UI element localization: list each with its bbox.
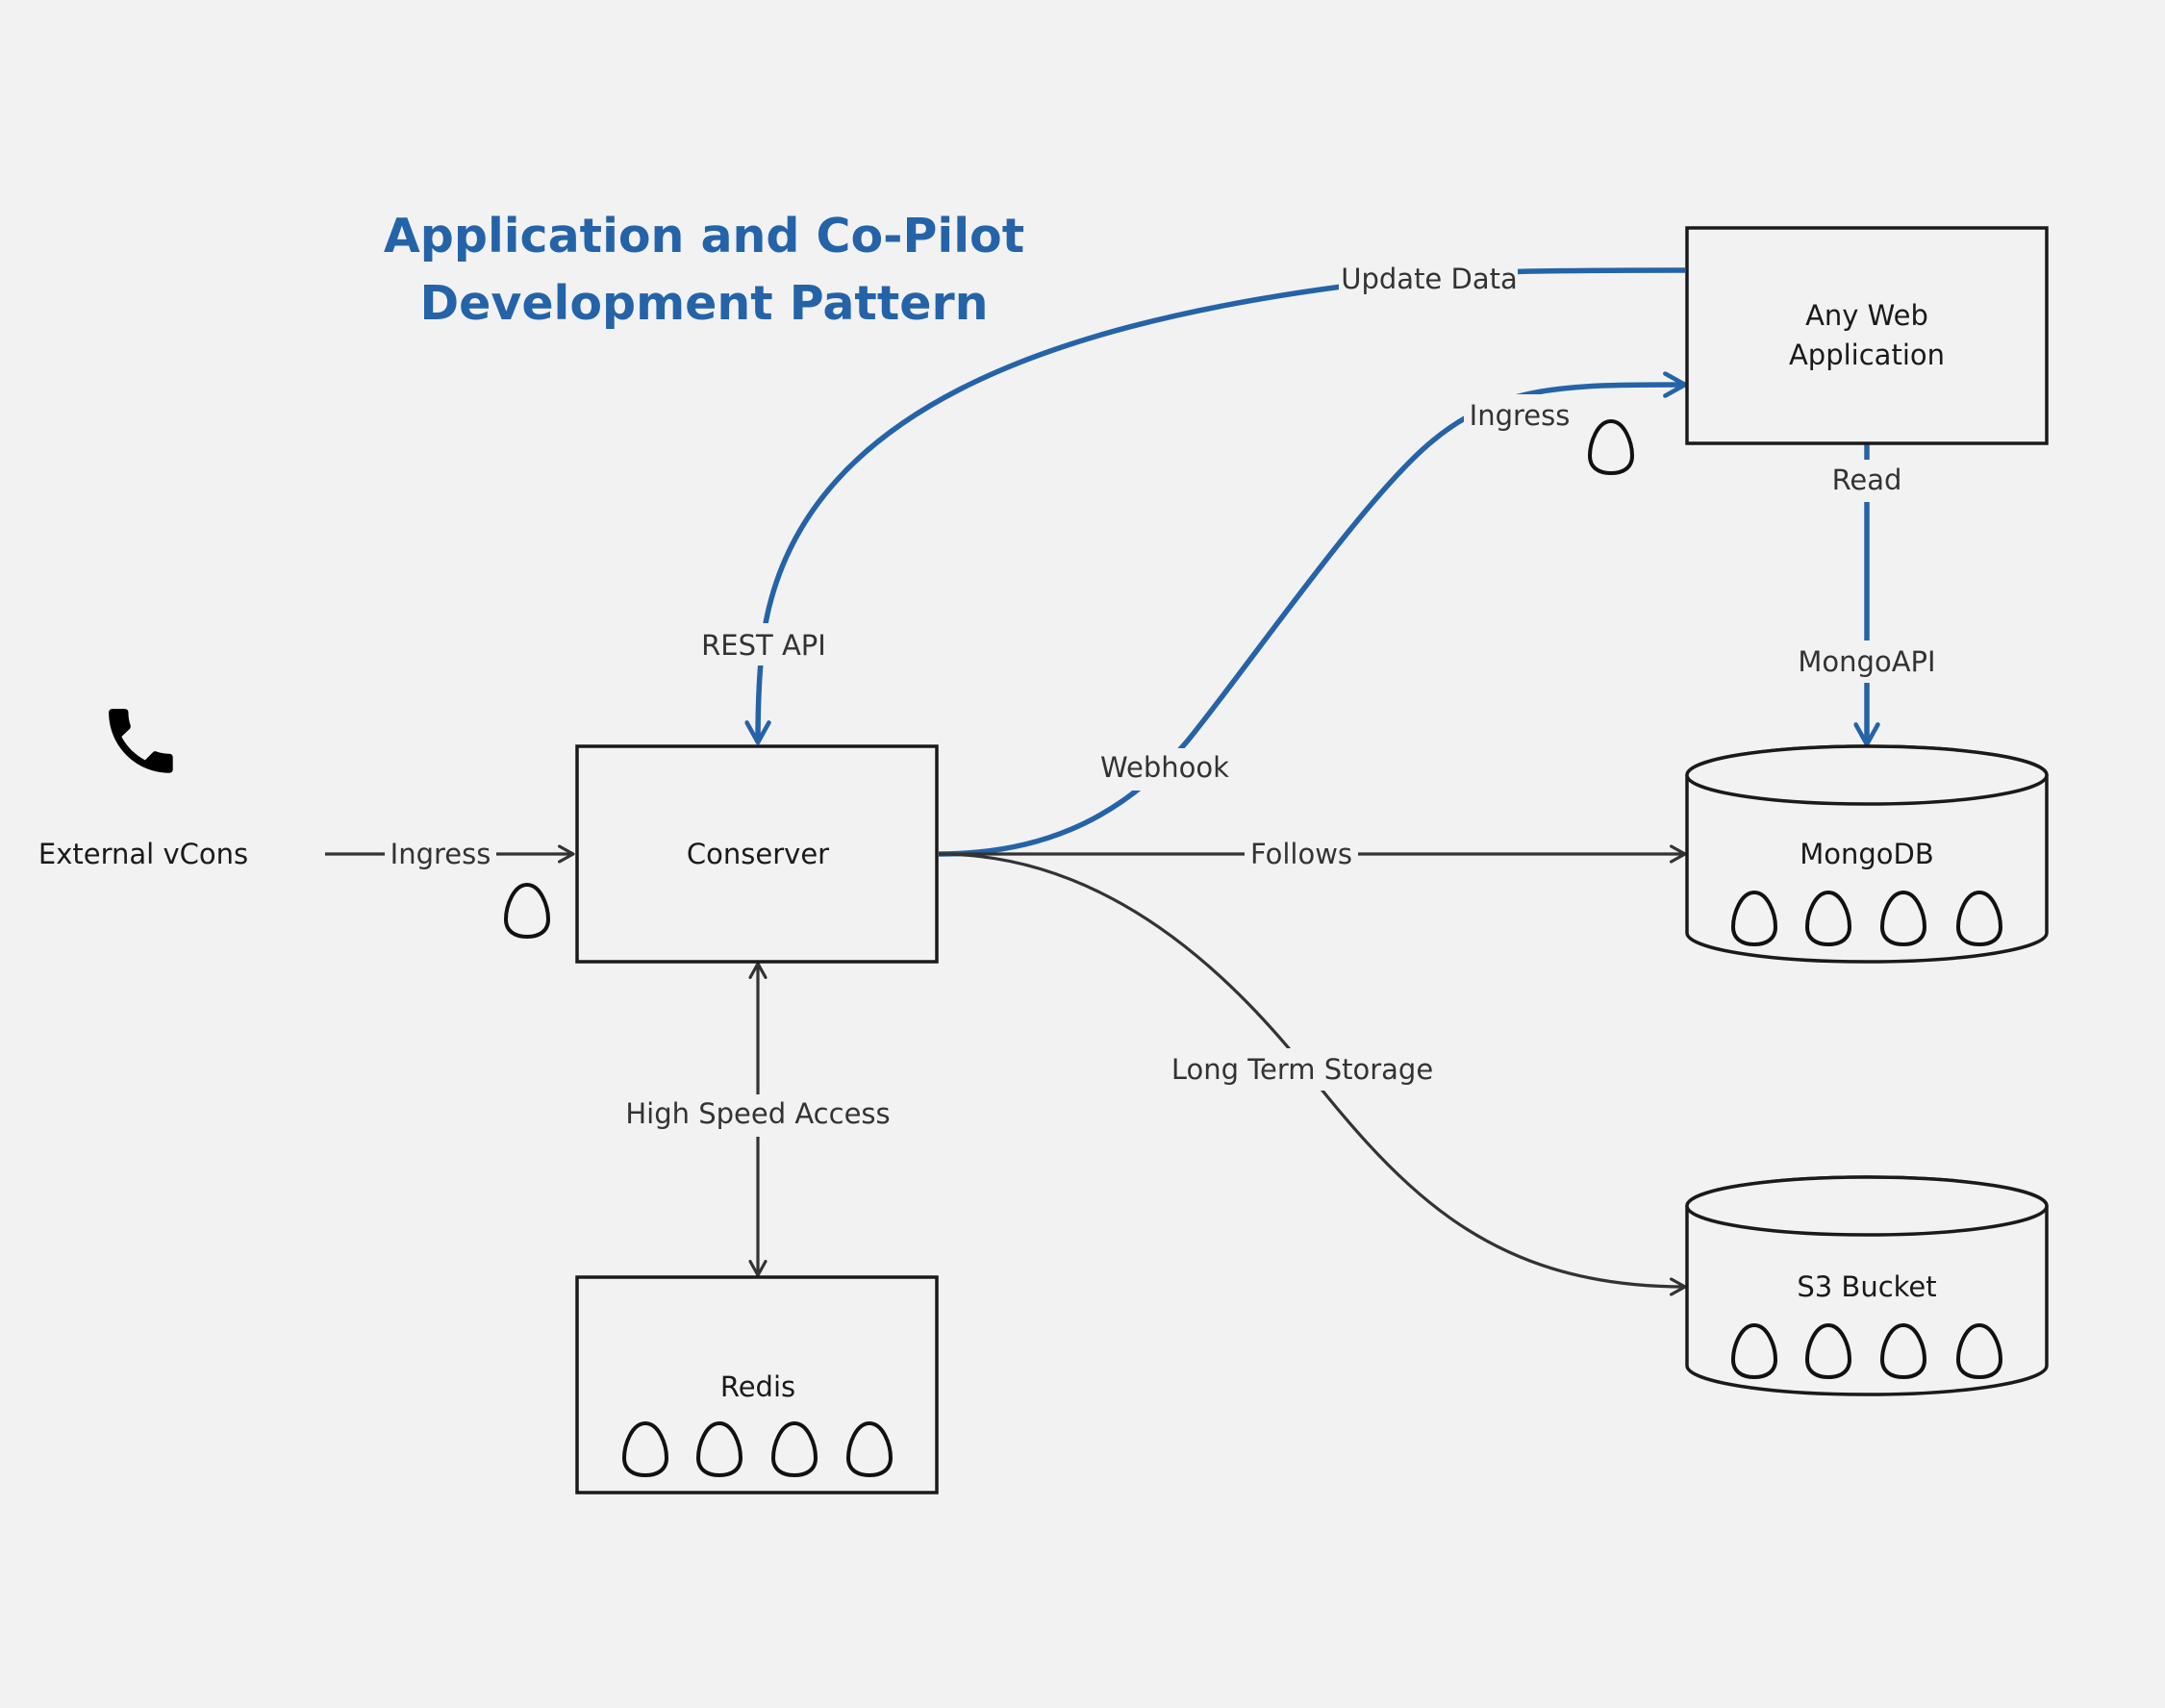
- node-conserver[interactable]: Conserver: [575, 744, 939, 964]
- edge-webhook-label: Webhook: [1100, 751, 1229, 784]
- node-s3-bucket-label: S3 Bucket: [1797, 1270, 1936, 1303]
- node-s3-bucket[interactable]: S3 Bucket: [1685, 1175, 2049, 1396]
- edge-rest-api-label: REST API: [701, 629, 826, 662]
- edge-long-term-storage[interactable]: Long Term Storage: [938, 852, 1687, 1296]
- node-conserver-label: Conserver: [687, 838, 829, 870]
- diagram-title: Application and Co-Pilot Development Pat…: [384, 209, 1024, 331]
- edge-read[interactable]: Read MongoAPI: [1795, 444, 1939, 747]
- node-s3-bucket-top: [1685, 1175, 2049, 1237]
- edge-high-speed-access[interactable]: High Speed Access: [625, 962, 891, 1277]
- phone-icon: [109, 709, 173, 773]
- edge-update-data-line[interactable]: [744, 267, 1686, 745]
- edge-follows[interactable]: Follows: [939, 833, 1687, 875]
- node-web-application-label-line-2: Application: [1789, 339, 1945, 371]
- ingress-web-blob-icon: [1588, 419, 1634, 475]
- node-mongodb-top: [1685, 744, 2049, 806]
- node-external-vcons[interactable]: External vCons: [38, 709, 248, 870]
- node-mongodb[interactable]: MongoDB: [1685, 744, 2049, 964]
- edge-follows-label: Follows: [1250, 838, 1352, 870]
- edge-ingress-external[interactable]: Ingress: [325, 833, 575, 875]
- edge-update-data[interactable]: Update Data REST API: [700, 258, 1686, 745]
- node-redis-label: Redis: [720, 1370, 795, 1403]
- edge-ingress-external-label: Ingress: [390, 838, 491, 870]
- node-web-application[interactable]: Any Web Application: [1685, 226, 2049, 445]
- edge-webhook[interactable]: Webhook Ingress: [938, 371, 1688, 857]
- edge-mongo-api-label: MongoAPI: [1798, 645, 1935, 678]
- node-mongodb-label: MongoDB: [1800, 838, 1934, 870]
- node-conserver-box[interactable]: [575, 744, 939, 964]
- edge-high-speed-access-label: High Speed Access: [625, 1097, 890, 1130]
- ingress-external-blob-icon: [504, 883, 550, 939]
- node-external-vcons-label: External vCons: [38, 838, 248, 870]
- edge-long-term-storage-label: Long Term Storage: [1171, 1053, 1433, 1086]
- edge-webhook-line[interactable]: [938, 371, 1688, 857]
- edge-ingress-web-label: Ingress: [1470, 399, 1571, 432]
- title-line-2: Development Pattern: [419, 276, 988, 331]
- node-web-application-box[interactable]: [1685, 226, 2049, 445]
- node-web-application-label-line-1: Any Web: [1805, 299, 1928, 332]
- node-redis[interactable]: Redis: [575, 1275, 939, 1494]
- edge-update-data-label: Update Data: [1341, 263, 1518, 295]
- title-line-1: Application and Co-Pilot: [384, 209, 1024, 264]
- edge-read-label: Read: [1832, 464, 1902, 496]
- node-redis-box[interactable]: [575, 1275, 939, 1494]
